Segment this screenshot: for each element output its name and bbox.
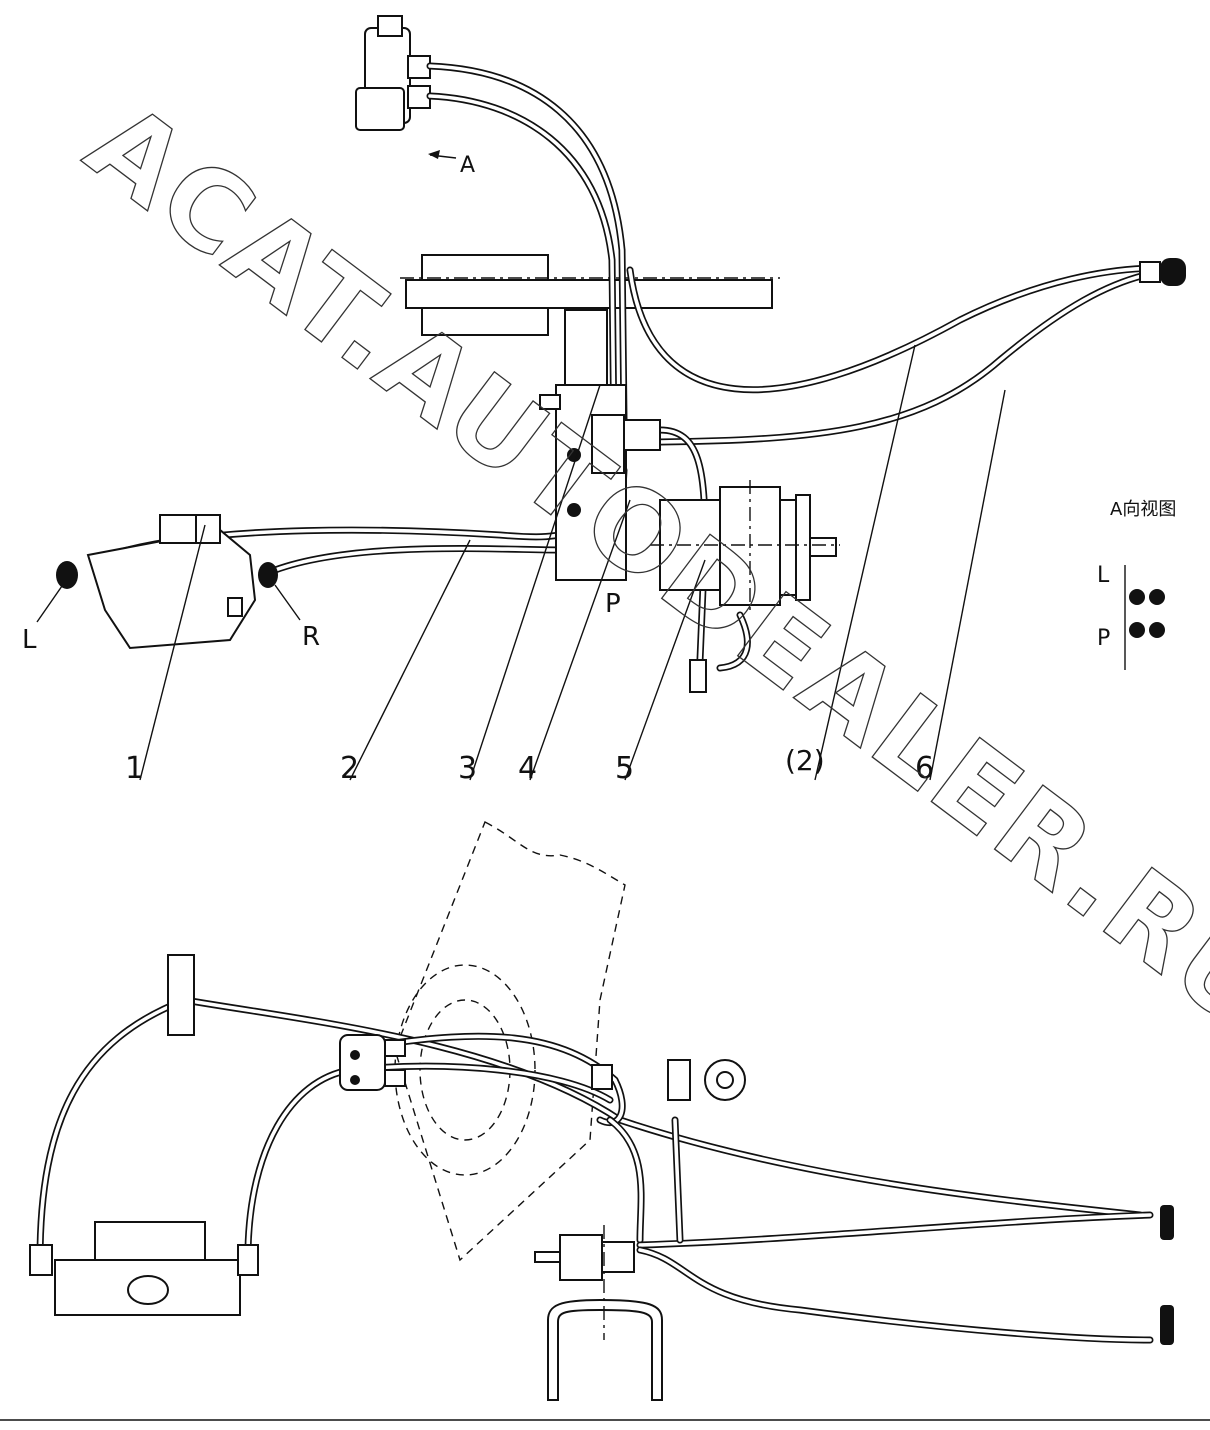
frame-crossmember [400, 254, 780, 336]
callout-5: 5 [615, 751, 634, 786]
view-a-row-p: P [1097, 626, 1110, 651]
bottom-right-fittings [667, 1059, 1174, 1345]
callout-2: 2 [340, 751, 359, 786]
view-arrow-label: A [460, 153, 475, 178]
callouts: 1 2 3 4 5 (2) 6 [125, 344, 1006, 786]
callout-3: 3 [458, 751, 477, 786]
port-label-p: P [605, 589, 621, 619]
port-label-l: L [22, 625, 37, 655]
view-arrow-a: A [428, 150, 475, 178]
steering-gear [56, 514, 278, 650]
view-a-row-l: L [1097, 563, 1110, 588]
callout-1: 1 [125, 751, 144, 786]
callout-4: 4 [518, 751, 537, 786]
fitting-top-right [1139, 258, 1186, 286]
top-cylinder [355, 15, 431, 131]
callout-2b: (2) [785, 744, 825, 777]
hose-clamp [167, 954, 613, 1091]
port-label-left: L [22, 585, 63, 655]
callout-6: 6 [915, 751, 934, 786]
port-label-right: R [274, 584, 320, 652]
port-label-r: R [302, 622, 320, 652]
directional-valve [29, 1221, 259, 1316]
priority-valve [539, 309, 661, 581]
steering-pump [650, 480, 840, 693]
bottom-priority-valve [534, 1225, 663, 1401]
view-a-title: A向视图 [1110, 499, 1176, 520]
view-a-detail: A向视图 L P [1097, 499, 1176, 670]
